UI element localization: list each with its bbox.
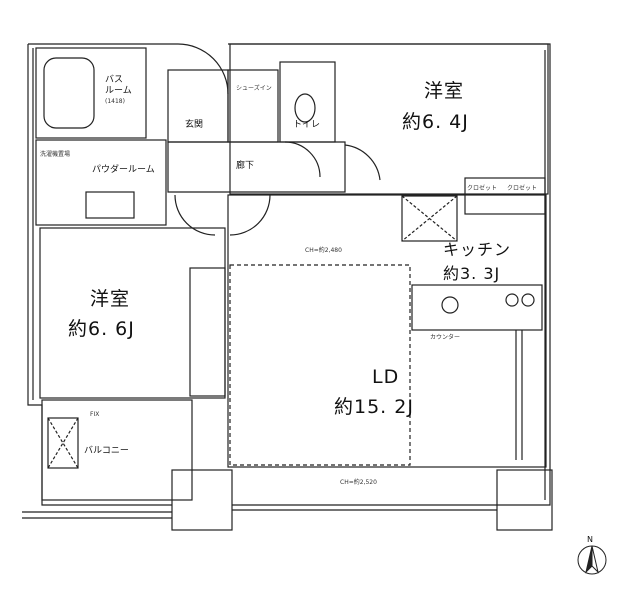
label-washing: 洗濯機置場 (40, 151, 71, 158)
room-size-western-w: 約6. 6J (68, 318, 135, 340)
window-right (515, 330, 523, 460)
closet-w (189, 267, 226, 397)
room-name-kitchen: キッチン (443, 240, 512, 259)
room-name-western-ne: 洋室 (424, 80, 465, 102)
room-name-toilet: トイレ (293, 120, 321, 130)
room-code-bath: (1418) (105, 98, 125, 105)
label-ceiling-2: CH=約2,520 (340, 479, 377, 486)
balcony-box-cross (47, 417, 79, 469)
room-name-western-w: 洋室 (90, 288, 131, 310)
balcony-rail (22, 511, 172, 519)
room-name-entrance: 玄関 (185, 120, 204, 130)
room-name-balcony: バルコニー (84, 446, 129, 456)
label-closet-2: クロゼット (507, 185, 538, 192)
room-size-ld: 約15. 2J (334, 396, 414, 418)
western-w-wall (39, 227, 226, 399)
toilet-wall (279, 61, 336, 143)
room-name-hallway: 廊下 (236, 161, 255, 171)
label-shoe: シューズイン (236, 85, 272, 92)
pantry-box (401, 195, 458, 242)
ld-dashed (229, 264, 411, 466)
balcony-box (47, 417, 79, 469)
column-right (496, 469, 553, 531)
door-toilet (284, 141, 321, 178)
bath-wall (35, 47, 147, 139)
kitchen-counter (411, 284, 543, 331)
washbasin (85, 191, 135, 219)
toilet-bowl (294, 93, 316, 123)
room-size-western-ne: 約6. 4J (402, 111, 469, 133)
window-bottom (232, 504, 497, 511)
pantry-cross (401, 195, 458, 242)
entrance-wall (167, 69, 229, 143)
label-fix: FIX (90, 411, 100, 418)
label-closet-1: クロゼット (467, 185, 498, 192)
room-name-powder: パウダールーム (92, 165, 155, 175)
outer-wall-inner (32, 48, 546, 500)
kitchen-closets (464, 177, 546, 215)
door-hall-w (174, 194, 216, 236)
room-name-bath: バス (105, 75, 124, 85)
outer-wall (27, 44, 172, 506)
shoe-closet (227, 69, 279, 143)
compass-letter: N (587, 535, 593, 544)
label-counter: カウンター (430, 334, 461, 341)
sink (441, 296, 459, 314)
column-left (171, 469, 233, 531)
door-entrance (177, 43, 229, 95)
stove-2 (521, 293, 535, 307)
compass-icon (577, 545, 607, 575)
balcony-wall (41, 399, 193, 501)
door-ne (344, 144, 381, 181)
powder-wall (35, 139, 167, 226)
door-ld (229, 194, 271, 236)
room-name-ld: LD (372, 366, 400, 388)
room-size-kitchen: 約3. 3J (443, 264, 501, 283)
room-sub-bath: ルーム (105, 86, 132, 96)
stove-1 (505, 293, 519, 307)
label-ceiling-1: CH=約2,480 (305, 247, 342, 254)
ld-wall (227, 194, 547, 468)
bathtub (43, 57, 95, 129)
western-ne-wall (229, 43, 549, 195)
